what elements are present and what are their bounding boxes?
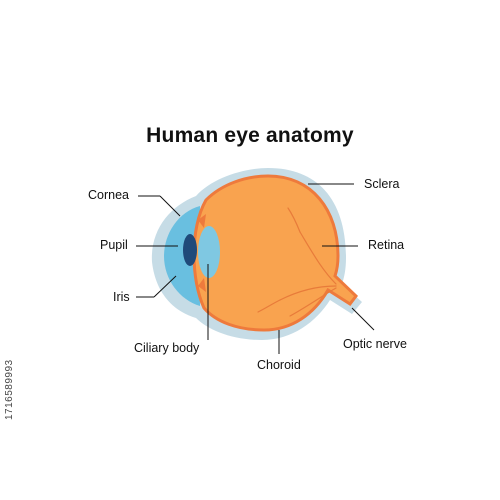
pupil-shape — [183, 234, 197, 266]
retina-vessels — [257, 207, 337, 317]
label-sclera: Sclera — [364, 177, 400, 191]
label-choroid: Choroid — [257, 358, 301, 372]
cornea-shape — [164, 206, 200, 306]
ciliary-body-shape-lower — [198, 278, 206, 292]
leader-optic-nerve — [351, 307, 375, 331]
label-optic-nerve: Optic nerve — [343, 337, 407, 351]
diagram-title: Human eye anatomy — [146, 124, 354, 147]
eyeball-body — [192, 174, 358, 332]
label-iris: Iris — [113, 290, 130, 304]
label-cornea: Cornea — [88, 188, 129, 202]
ciliary-body-shape — [198, 214, 206, 228]
label-ciliary-body: Ciliary body — [134, 341, 200, 355]
lens-shape — [198, 226, 220, 278]
stock-id: 1716589993 — [4, 359, 15, 420]
label-retina: Retina — [368, 238, 405, 252]
leader-lines — [136, 183, 375, 354]
label-pupil: Pupil — [100, 238, 128, 252]
